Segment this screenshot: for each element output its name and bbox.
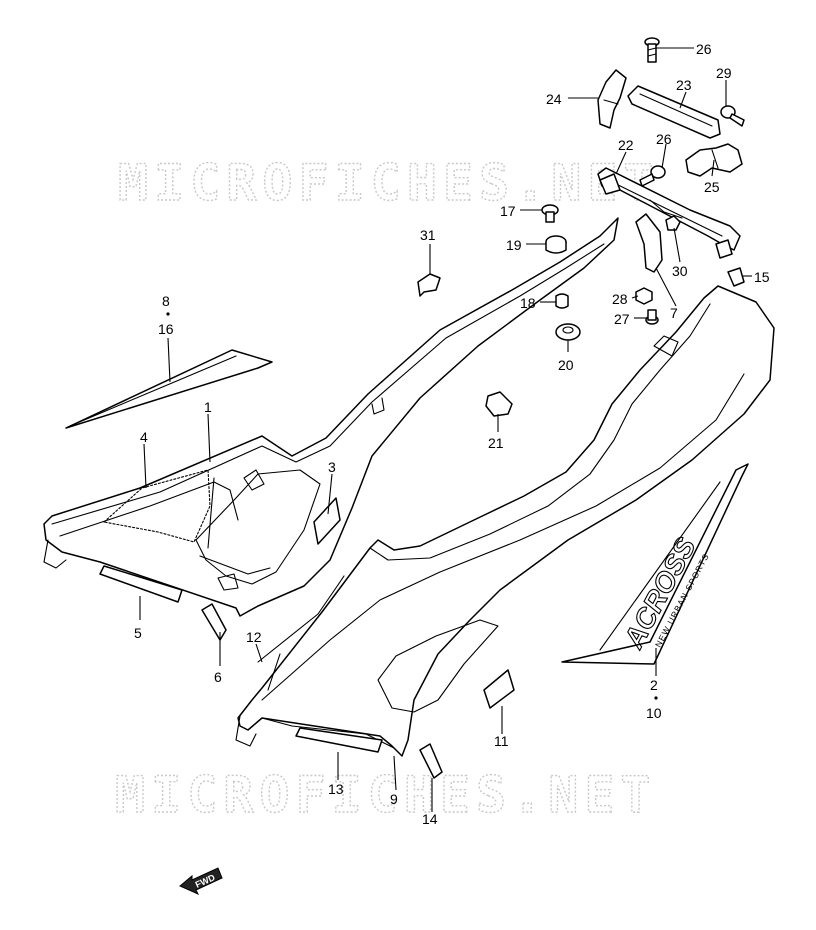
bracket-7	[635, 213, 663, 273]
nut-28	[635, 287, 653, 305]
leader-lines	[139, 47, 752, 812]
callout-5: 5	[134, 625, 142, 641]
cushion-21	[485, 391, 513, 417]
callout-16: 16	[158, 321, 174, 337]
tab-6	[201, 603, 227, 641]
callout-28: 28	[612, 291, 628, 307]
watermark-top: MICROFICHES.NET	[118, 154, 660, 212]
callout-2: 2	[650, 677, 658, 693]
callout-10: 10	[646, 705, 662, 721]
left-frame-cover-1	[43, 217, 619, 617]
watermark-bottom: MICROFICHES.NET	[115, 766, 657, 824]
grommet-20	[555, 323, 581, 341]
callout-9: 9	[390, 791, 398, 807]
callout-numbers: 26 29 24 23 26 22 25 17 31 19 30 15 28 1…	[134, 41, 770, 827]
callout-26a: 26	[696, 41, 712, 57]
bolt-17	[541, 204, 559, 223]
fwd-arrow-icon: FWD	[179, 867, 223, 896]
callout-13: 13	[328, 781, 344, 797]
callout-30: 30	[672, 263, 688, 279]
sticker-11	[483, 669, 515, 709]
reflector-strip-13	[295, 727, 383, 753]
callout-6: 6	[214, 669, 222, 685]
tab-14	[419, 743, 443, 779]
right-frame-cover-2-10	[235, 285, 775, 757]
sticker-12	[257, 575, 345, 663]
callout-18: 18	[520, 295, 536, 311]
callout-31: 31	[420, 227, 436, 243]
screw-26b	[639, 165, 666, 187]
callout-12: 12	[246, 629, 262, 645]
reflector-strip-5	[99, 565, 183, 603]
clip-15	[727, 267, 745, 287]
bracket-24	[597, 69, 627, 129]
inner-panel-4	[103, 469, 211, 543]
trim-strip-8-16	[65, 349, 273, 429]
callout-1: 1	[204, 399, 212, 415]
callout-15: 15	[754, 269, 770, 285]
callout-8: 8	[162, 293, 170, 309]
separator-dot-2-10	[654, 696, 658, 700]
nut-30	[665, 215, 681, 231]
callout-14: 14	[422, 811, 438, 827]
clip-31	[417, 273, 441, 297]
callout-21: 21	[488, 435, 504, 451]
separator-dot-8-16	[166, 312, 170, 316]
callout-22: 22	[618, 137, 634, 153]
callout-23: 23	[676, 77, 692, 93]
callout-7: 7	[670, 305, 678, 321]
callout-29: 29	[716, 65, 732, 81]
callout-3: 3	[328, 459, 336, 475]
callout-4: 4	[140, 429, 148, 445]
bolt-27	[645, 309, 659, 325]
callout-17: 17	[500, 203, 516, 219]
rear-rail-22	[597, 167, 741, 259]
callout-27: 27	[614, 311, 630, 327]
collar-18	[555, 293, 569, 309]
screw-29	[720, 105, 745, 127]
callout-19: 19	[506, 237, 522, 253]
callout-20: 20	[558, 357, 574, 373]
grommet-19	[545, 235, 567, 254]
callout-24: 24	[546, 91, 562, 107]
fwd-label: FWD	[194, 872, 217, 890]
grip-bar-23	[627, 85, 721, 139]
callout-11: 11	[494, 733, 509, 749]
callout-26b: 26	[656, 131, 672, 147]
callout-25: 25	[704, 179, 720, 195]
screw-26a	[644, 37, 660, 63]
